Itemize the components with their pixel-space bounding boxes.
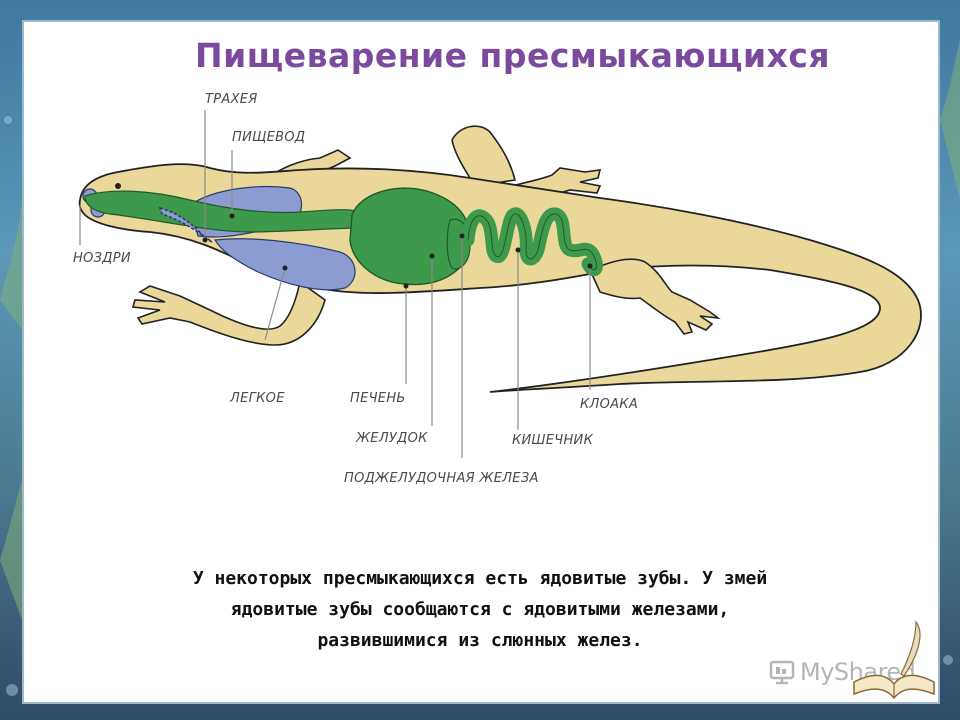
caption-line: развившимися из слюнных желез. bbox=[317, 630, 643, 651]
intestine-outline bbox=[467, 213, 597, 271]
lung-lower bbox=[214, 238, 356, 291]
fore-leg-front bbox=[131, 280, 326, 346]
slide-title: Пищеварение пресмыкающихся bbox=[195, 36, 831, 75]
caption-line: ядовитые зубы сообщаются с ядовитыми жел… bbox=[230, 599, 730, 620]
label-esophagus: ПИЩЕВОД bbox=[232, 130, 305, 145]
label-pancreas: ПОДЖЕЛУДОЧНАЯ ЖЕЛЕЗА bbox=[344, 471, 539, 486]
label-stomach: ЖЕЛУДОК bbox=[355, 431, 428, 446]
open-book-quill-icon bbox=[853, 620, 935, 700]
caption-line: У некоторых пресмыкающихся есть ядовитые… bbox=[192, 568, 768, 589]
leader-dots bbox=[202, 213, 593, 289]
presentation-logo-icon bbox=[769, 660, 795, 685]
label-intestine: КИШЕЧНИК bbox=[512, 433, 594, 448]
label-cloaca: КЛОАКА bbox=[580, 397, 638, 412]
label-lung: ЛЕГКОЕ bbox=[229, 391, 285, 406]
label-nostrils: НОЗДРИ bbox=[73, 251, 131, 266]
trachea bbox=[158, 206, 213, 243]
hind-leg-front bbox=[588, 258, 721, 335]
hind-thigh bbox=[451, 125, 516, 187]
label-trachea: ТРАХЕЯ bbox=[205, 92, 258, 107]
eye-icon bbox=[115, 183, 121, 189]
label-liver: ПЕЧЕНЬ bbox=[350, 391, 406, 406]
leader-lines bbox=[79, 110, 591, 458]
slide-caption: У некоторых пресмыкающихся есть ядовитые… bbox=[40, 563, 920, 656]
